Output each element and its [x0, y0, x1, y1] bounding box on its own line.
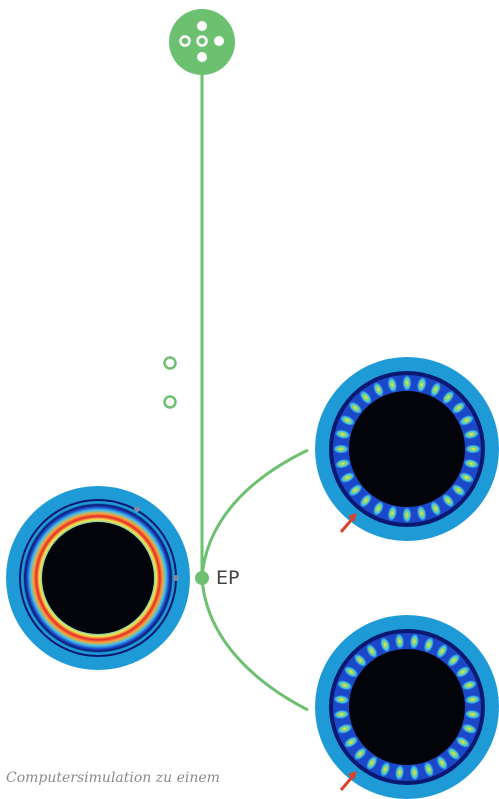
- simulation-disc-mode-upper: [315, 357, 499, 541]
- mode-lobe: [465, 445, 481, 454]
- mode-lobe: [403, 375, 412, 391]
- exceptional-point-node-icon: [169, 9, 235, 75]
- lower-branch-curve: [202, 578, 308, 710]
- open-circle-marker: [165, 397, 176, 408]
- upper-branch-curve: [202, 450, 308, 578]
- ep-label: EP: [216, 567, 239, 589]
- simulation-disc-mode-lower: [315, 615, 499, 799]
- open-circle-marker: [165, 358, 176, 369]
- figure-caption: Computersimulation zu einem: [6, 770, 220, 786]
- mode-lobe: [333, 445, 349, 454]
- simulation-disc-ep: [6, 486, 190, 670]
- ep-point: [195, 571, 209, 585]
- mode-lobe: [403, 507, 412, 523]
